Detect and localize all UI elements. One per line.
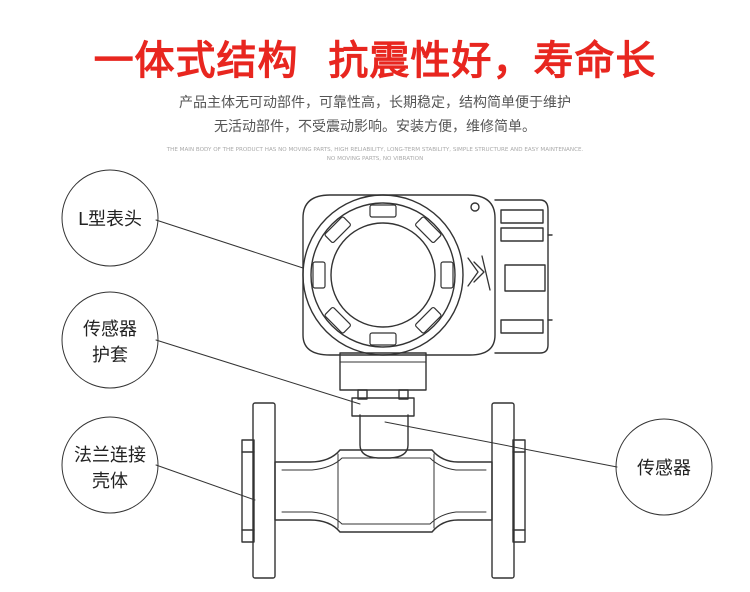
terminal-rib-bottom [500, 319, 544, 334]
label-sleeve-line1: 传感器 [83, 319, 137, 340]
callout-sensor [615, 418, 713, 516]
transmitter-base [339, 352, 427, 391]
leader-sensor [384, 421, 618, 468]
page-title: 一体式结构 抗震性好，寿命长 [93, 38, 657, 84]
pipe-body [274, 449, 493, 533]
front-cover-outer [302, 194, 464, 356]
sensor-neck [359, 414, 409, 459]
terminal-box [494, 199, 549, 354]
terminal-cable-port [504, 264, 546, 292]
terminal-rib-upper [500, 227, 544, 242]
leader-lines [155, 219, 618, 501]
front-cover-ring [310, 202, 456, 348]
label-flange-line2: 壳体 [92, 471, 128, 492]
callout-flange [61, 416, 159, 514]
left-flange [252, 402, 276, 579]
callout-sleeve [61, 291, 159, 389]
label-sensor: 传感器 [637, 458, 691, 479]
leader-sleeve [155, 339, 361, 405]
right-flange-face [512, 439, 526, 543]
label-sleeve-line2: 护套 [92, 345, 128, 366]
description-line-2: 无活动部件，不受震动影响。安装方便，维修简单。 [214, 119, 536, 135]
flange-pipe-body [241, 402, 526, 579]
leader-head [155, 219, 304, 269]
leader-flange [155, 464, 256, 501]
cover-grip-tabs [312, 204, 454, 346]
right-flange [491, 402, 515, 579]
label-head: L型表头 [78, 209, 142, 230]
english-description-line-1: THE MAIN BODY OF THE PRODUCT HAS NO MOVI… [166, 147, 584, 153]
english-description-line-2: NO MOVING PARTS, NO VIBRATION [326, 156, 424, 162]
head-screw [470, 202, 480, 212]
left-flange-face [241, 439, 255, 543]
sensor-collar [351, 397, 415, 417]
l-type-head [302, 194, 553, 356]
brand-logo-icon [467, 255, 491, 291]
description-line-1: 产品主体无可动部件，可靠性高，长期稳定，结构简单便于维护 [179, 95, 571, 111]
display-window [330, 222, 436, 328]
sensor-sleeve [339, 352, 427, 459]
terminal-rib-top [500, 209, 544, 224]
callout-head [61, 169, 159, 267]
head-housing [302, 194, 496, 356]
label-flange-line1: 法兰连接 [74, 445, 146, 466]
